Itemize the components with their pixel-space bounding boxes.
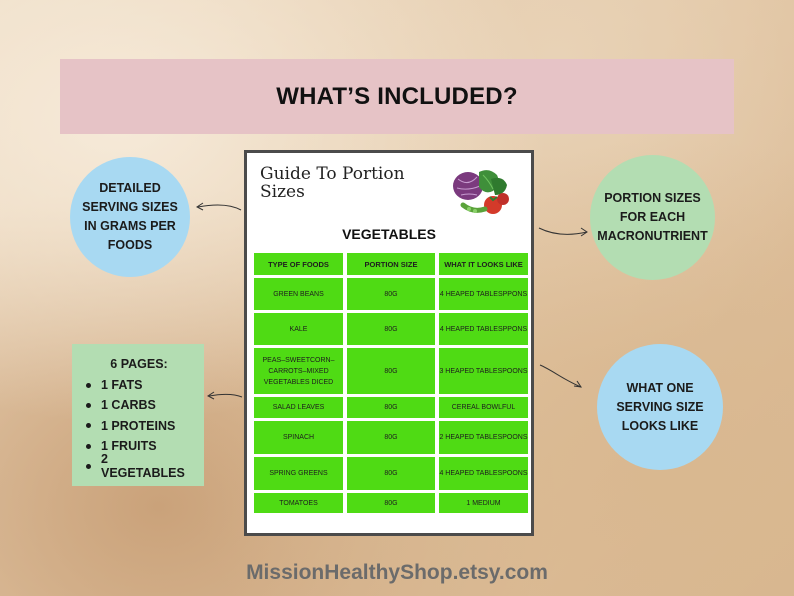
bullet-icon	[86, 443, 91, 449]
table-header-row: TYPE OF FOODS PORTION SIZE WHAT IT LOOKS…	[254, 253, 528, 275]
table-row: SALAD LEAVES 80G CEREAL BOWLFUL	[254, 397, 528, 418]
table-cell: 3 HEAPED TABLESPOONS	[439, 348, 528, 394]
table-cell: 4 HEAPED TABLESPOONS	[439, 457, 528, 490]
table-cell: 80G	[347, 278, 435, 310]
table-cell: 80G	[347, 457, 435, 490]
table-cell: 4 HEAPED TABLESPPONS	[439, 278, 528, 310]
table-row: GREEN BEANS 80G 4 HEAPED TABLESPPONS	[254, 278, 528, 310]
table-cell: 2 HEAPED TABLESPOONS	[439, 421, 528, 454]
table-row: KALE 80G 4 HEAPED TABLESPPONS	[254, 313, 528, 345]
pages-box: 6 PAGES: 1 FATS 1 CARBS 1 PROTEINS 1 FRU…	[72, 344, 204, 486]
table-cell: 1 MEDIUM	[439, 493, 528, 513]
arrow-right-bottom-icon	[539, 364, 583, 388]
list-item: 1 PROTEINS	[84, 416, 194, 436]
table-cell: TOMATOES	[254, 493, 343, 513]
header-banner: WHAT’S INCLUDED?	[60, 59, 734, 134]
table-cell: CEREAL BOWLFUL	[439, 397, 528, 418]
table-cell: 80G	[347, 348, 435, 394]
table-cell: 80G	[347, 421, 435, 454]
callout-serving-sizes: DETAILED SERVING SIZES IN GRAMS PER FOOD…	[70, 157, 190, 277]
bullet-icon	[86, 382, 91, 388]
table-cell: 80G	[347, 397, 435, 418]
bullet-icon	[86, 463, 91, 469]
table-row: TOMATOES 80G 1 MEDIUM	[254, 493, 528, 513]
table-cell: SALAD LEAVES	[254, 397, 343, 418]
list-item: 1 FRUITS	[84, 436, 194, 456]
table-row: SPINACH 80G 2 HEAPED TABLESPOONS	[254, 421, 528, 454]
portion-table: TYPE OF FOODS PORTION SIZE WHAT IT LOOKS…	[254, 253, 528, 516]
pages-title: 6 PAGES:	[110, 357, 168, 371]
shop-url: MissionHealthyShop.etsy.com	[246, 561, 548, 584]
document-title: Guide To Portion Sizes	[260, 164, 405, 202]
arrow-left-top-icon	[196, 202, 242, 211]
banner-title: WHAT’S INCLUDED?	[276, 82, 518, 110]
table-row: PEAS–SWEETCORN–CARROTS–MIXED VEGETABLES …	[254, 348, 528, 394]
table-cell: GREEN BEANS	[254, 278, 343, 310]
section-title: VEGETABLES	[342, 226, 436, 242]
bullet-icon	[86, 402, 91, 408]
column-header: WHAT IT LOOKS LIKE	[439, 253, 528, 275]
bullet-icon	[86, 423, 91, 429]
table-cell: SPINACH	[254, 421, 343, 454]
list-item: 1 CARBS	[84, 395, 194, 415]
column-header: TYPE OF FOODS	[254, 253, 343, 275]
vegetables-icon	[453, 170, 509, 214]
list-item: 1 FATS	[84, 375, 194, 395]
table-cell: 80G	[347, 313, 435, 345]
arrow-right-top-icon	[538, 227, 588, 237]
table-cell: PEAS–SWEETCORN–CARROTS–MIXED VEGETABLES …	[254, 348, 343, 394]
arrow-left-bottom-icon	[207, 391, 243, 400]
list-item: 2 VEGETABLES	[84, 452, 194, 480]
table-cell: 4 HEAPED TABLESPPONS	[439, 313, 528, 345]
column-header: PORTION SIZE	[347, 253, 435, 275]
callout-serving-looks: WHAT ONE SERVING SIZE LOOKS LIKE	[597, 344, 723, 470]
document-preview: Guide To Portion Sizes VEGETABLES TYPE O…	[244, 150, 534, 536]
table-cell: KALE	[254, 313, 343, 345]
callout-macronutrient: PORTION SIZES FOR EACH MACRONUTRIENT	[590, 155, 715, 280]
table-cell: SPRING GREENS	[254, 457, 343, 490]
pages-list: 1 FATS 1 CARBS 1 PROTEINS 1 FRUITS 2 VEG…	[84, 375, 194, 480]
table-row: SPRING GREENS 80G 4 HEAPED TABLESPOONS	[254, 457, 528, 490]
table-cell: 80G	[347, 493, 435, 513]
